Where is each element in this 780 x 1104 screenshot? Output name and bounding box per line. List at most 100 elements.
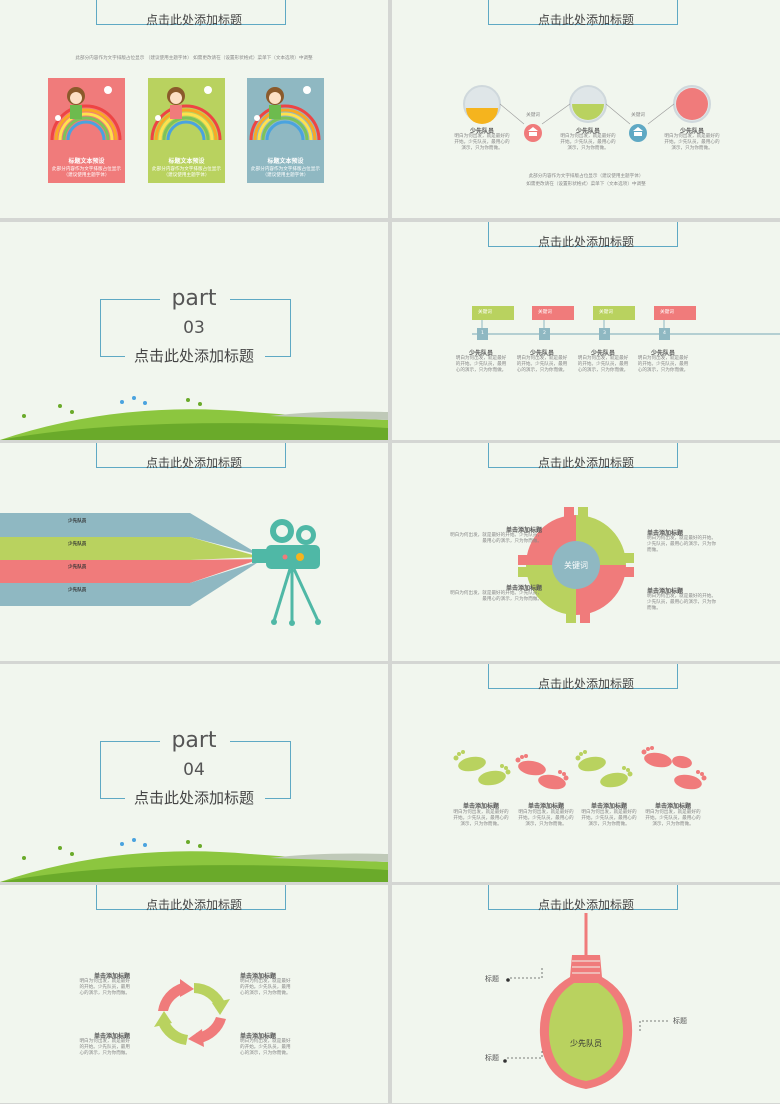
card-body: 此部分内容作为文字排版占位显示 bbox=[251, 167, 320, 172]
keyword-tag: 关键词 bbox=[599, 310, 613, 315]
footprints-illustration bbox=[453, 746, 707, 790]
item-title: 单击添加标题 bbox=[654, 803, 691, 810]
step-number: 1 bbox=[481, 331, 484, 336]
slide-3[interactable]: part 03 点击此处添加标题 bbox=[0, 222, 388, 440]
keyword-label: 关键词 bbox=[631, 113, 645, 118]
card-body: 此部分内容作为文字排版占位显示 bbox=[152, 167, 221, 172]
title-bracket bbox=[488, 222, 678, 247]
card-3: 标题文本预设 此部分内容作为文字排版占位显示 （建议使用主题字体） bbox=[247, 78, 324, 183]
card-title: 标题文本预设 bbox=[168, 158, 205, 165]
card-body: （建议使用主题字体） bbox=[262, 173, 309, 178]
item-title: 少先队员 bbox=[575, 128, 600, 135]
part-title: 点击此处添加标题 bbox=[133, 789, 254, 807]
step-number: 2 bbox=[543, 331, 546, 336]
slide-8[interactable]: 点击此处添加标题 单击添加标题 明白为何出发，就是最好的开始。 bbox=[392, 664, 780, 882]
item-body: 明白为何出发，就是最好的开始。少先队员，最用心的演示，只为你而做。 bbox=[454, 134, 510, 151]
item-body: 明白为何出发，就是最好的开始。少先队员，最用心的演示，只为你而做。 bbox=[518, 810, 574, 827]
timeline-diagram bbox=[472, 306, 780, 340]
item-body: 明白为何出发，就是最好的开始。少先队员，最用心的演示，只为你而做。 bbox=[79, 1039, 130, 1056]
card-2: 标题文本预设 此部分内容作为文字排版占位显示 （建议使用主题字体） bbox=[148, 78, 225, 183]
slide-title: 点击此处添加标题 bbox=[537, 13, 634, 27]
cycle-arrows-diagram bbox=[154, 979, 230, 1047]
item-title: 单击添加标题 bbox=[647, 588, 684, 595]
slide-title: 点击此处添加标题 bbox=[537, 677, 634, 691]
step-number: 4 bbox=[663, 331, 666, 336]
title-bracket bbox=[96, 443, 286, 468]
slide-title: 点击此处添加标题 bbox=[537, 456, 634, 470]
item-body: 明白为何出发，就是最好的开始。少先队员，最用心的演示，只为你而做。 bbox=[516, 356, 568, 373]
item-title: 少先队员 bbox=[469, 128, 494, 135]
title-bracket bbox=[488, 0, 678, 25]
title-bracket bbox=[96, 885, 286, 910]
card-title: 标题文本预设 bbox=[267, 158, 304, 165]
slide-1[interactable]: 点击此处添加标题 此部分内容作为文字排版占位显示 （建议使用主题字体） 如需更改… bbox=[0, 0, 388, 218]
item-body: 明白为何出发，就是最好的开始。少先队员，最用心的演示，只为你而做。 bbox=[637, 356, 689, 373]
title-bracket bbox=[488, 664, 678, 689]
band-label: 少先队员 bbox=[68, 588, 87, 593]
card-body: （建议使用主题字体） bbox=[163, 173, 210, 178]
item-body: 明白为何出发，就是最好的开始。少先队员，最用心的演示，只为你而做。 bbox=[450, 533, 542, 544]
note-text: 此部分内容作为文字排版占位显示 （建议使用主题字体） 如需更改请在（设置形状格式… bbox=[75, 56, 313, 61]
title-bracket bbox=[488, 885, 678, 910]
lightbulb-illustration bbox=[503, 913, 668, 1089]
item-title: 单击添加标题 bbox=[590, 803, 627, 810]
note-line-1: 此部分内容作为文字排版占位显示（建议使用主题字体） bbox=[528, 174, 644, 179]
slide-9[interactable]: 点击此处添加标题 单击添加标题 明白为何出发，就是最好的开始。少先队员，最用心的… bbox=[0, 885, 388, 1103]
item-body: 明白为何出发，就是最好的开始。少先队员，最用心的演示，只为你而做。 bbox=[577, 356, 629, 373]
bulb-center-label: 少先队员 bbox=[570, 1039, 602, 1048]
projector-beam-diagram bbox=[0, 513, 321, 626]
item-body: 明白为何出发，就是最好的开始。少先队员，最用心的演示，只为你而做。 bbox=[647, 594, 716, 611]
item-title: 单击添加标题 bbox=[647, 530, 684, 537]
keyword-tag: 关键词 bbox=[478, 310, 492, 315]
item-title: 少先队员 bbox=[679, 128, 704, 135]
slide-7[interactable]: part 04 点击此处添加标题 bbox=[0, 664, 388, 882]
item-title: 少先队员 bbox=[529, 350, 554, 357]
slide-5[interactable]: 点击此处添加标题 少先队员 少先队员 少先队员 少先队员 bbox=[0, 443, 388, 661]
item-body: 明白为何出发，就是最好的开始。少先队员，最用心的演示，只为你而做。 bbox=[664, 134, 720, 151]
note-line-2: 如需更改请在（设置形状格式）菜单下（文本选项）中调整 bbox=[526, 182, 646, 187]
slide-title: 点击此处添加标题 bbox=[145, 898, 242, 912]
item-body: 明白为何出发，就是最好的开始。少先队员，最用心的演示，只为你而做。 bbox=[581, 810, 637, 827]
item-body: 明白为何出发，就是最好的开始。少先队员，最用心的演示，只为你而做。 bbox=[79, 979, 130, 996]
band-label: 少先队员 bbox=[68, 565, 87, 570]
bulb-label: 标题 bbox=[485, 1054, 499, 1062]
item-body: 明白为何出发，就是最好的开始。少先队员，最用心的演示，只为你而做。 bbox=[647, 536, 716, 553]
item-body: 明白为何出发，就是最好的开始。少先队员，最用心的演示，只为你而做。 bbox=[560, 134, 616, 151]
item-body: 明白为何出发，就是最好的开始。少先队员，最用心的演示，只为你而做。 bbox=[453, 810, 509, 827]
slide-6[interactable]: 点击此处添加标题 关键词 单击添加标题 明白为何出发，就是最好的开始。少先队员，… bbox=[392, 443, 780, 661]
slide-10[interactable]: 点击此处添加标题 少先队员 标题 标题 标题 bbox=[392, 885, 780, 1103]
card-body: 此部分内容作为文字排版占位显示 bbox=[52, 167, 121, 172]
slide-4[interactable]: 点击此处添加标题 关键词 关键词 关键词 关键词 1 2 3 4 少先队员 明白… bbox=[392, 222, 780, 440]
item-body: 明白为何出发，就是最好的开始。少先队员，最用心的演示，只为你而做。 bbox=[240, 979, 291, 996]
projector-icon bbox=[252, 519, 321, 626]
keyword-tag: 关键词 bbox=[660, 310, 674, 315]
item-title: 单击添加标题 bbox=[240, 1033, 277, 1040]
card-title: 标题文本预设 bbox=[68, 158, 105, 165]
title-bracket bbox=[96, 0, 286, 25]
item-body: 明白为何出发，就是最好的开始。少先队员，最用心的演示，只为你而做。 bbox=[450, 591, 542, 602]
process-diagram bbox=[463, 85, 711, 142]
item-title: 单击添加标题 bbox=[93, 973, 130, 980]
slide-2[interactable]: 点击此处添加标题 关键词 关键词 少先队员 明白为何出发，就是最好的开始。少先队… bbox=[392, 0, 780, 218]
item-body: 明白为何出发，就是最好的开始。少先队员，最用心的演示，只为你而做。 bbox=[645, 810, 701, 827]
card-body: （建议使用主题字体） bbox=[63, 173, 110, 178]
step-number: 3 bbox=[603, 331, 606, 336]
slide-title: 点击此处添加标题 bbox=[537, 235, 634, 249]
part-label: part bbox=[171, 286, 217, 311]
rainbow-girl-illustration bbox=[50, 86, 122, 141]
part-number: 03 bbox=[183, 318, 205, 338]
item-title: 单击添加标题 bbox=[505, 527, 542, 534]
item-title: 少先队员 bbox=[468, 350, 493, 357]
item-body: 明白为何出发，就是最好的开始。少先队员，最用心的演示，只为你而做。 bbox=[240, 1039, 291, 1056]
card-1: 标题文本预设 此部分内容作为文字排版占位显示 （建议使用主题字体） bbox=[48, 78, 125, 183]
part-number: 04 bbox=[183, 760, 205, 780]
rainbow-girl-illustration bbox=[150, 86, 222, 141]
slide-title: 点击此处添加标题 bbox=[537, 898, 634, 912]
center-keyword: 关键词 bbox=[564, 561, 588, 570]
bulb-label: 标题 bbox=[485, 975, 499, 983]
gear-diagram bbox=[518, 507, 634, 623]
keyword-label: 关键词 bbox=[526, 113, 540, 118]
part-label: part bbox=[171, 728, 217, 753]
item-body: 明白为何出发，就是最好的开始。少先队员，最用心的演示，只为你而做。 bbox=[455, 356, 507, 373]
band-label: 少先队员 bbox=[68, 542, 87, 547]
